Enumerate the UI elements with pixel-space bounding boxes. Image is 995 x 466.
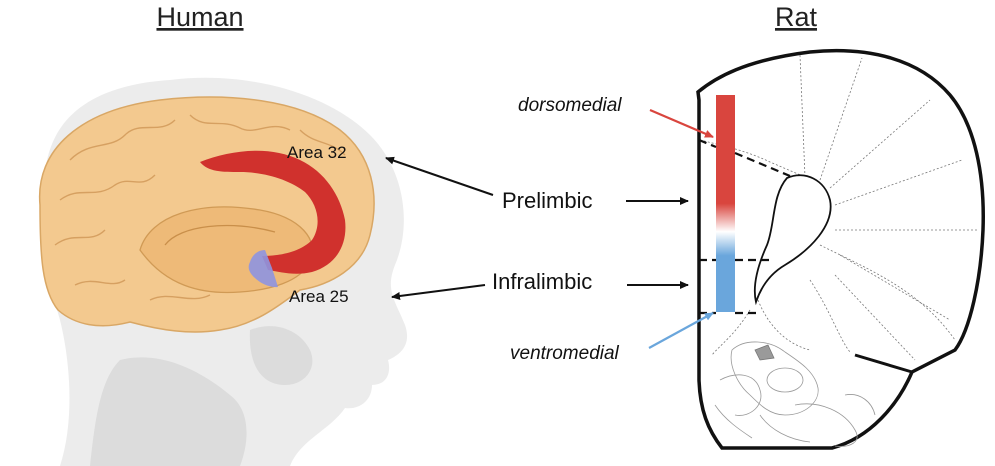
- arrow-to-area-32: [385, 156, 494, 196]
- prelimbic-label: Prelimbic: [502, 188, 592, 213]
- area-25-label: Area 25: [289, 287, 349, 306]
- area-25-region: [248, 250, 278, 288]
- infralimbic-label: Infralimbic: [492, 269, 592, 294]
- rat-title: Rat: [775, 2, 818, 32]
- rat-brain-section: [696, 48, 985, 450]
- arrow-to-area-25: [391, 284, 486, 300]
- dorsoventral-gradient-bar: [716, 95, 735, 312]
- dorsomedial-label: dorsomedial: [518, 95, 622, 116]
- ventricle-marker: [754, 344, 775, 361]
- brain-gyri: [54, 114, 346, 301]
- area-32-region: [200, 150, 346, 274]
- ventromedial-label: ventromedial: [510, 343, 620, 364]
- dorsomedial-arrow: [649, 108, 714, 139]
- area-32-label: Area 32: [287, 143, 347, 162]
- human-title: Human: [156, 2, 243, 32]
- ventromedial-arrow: [648, 312, 714, 349]
